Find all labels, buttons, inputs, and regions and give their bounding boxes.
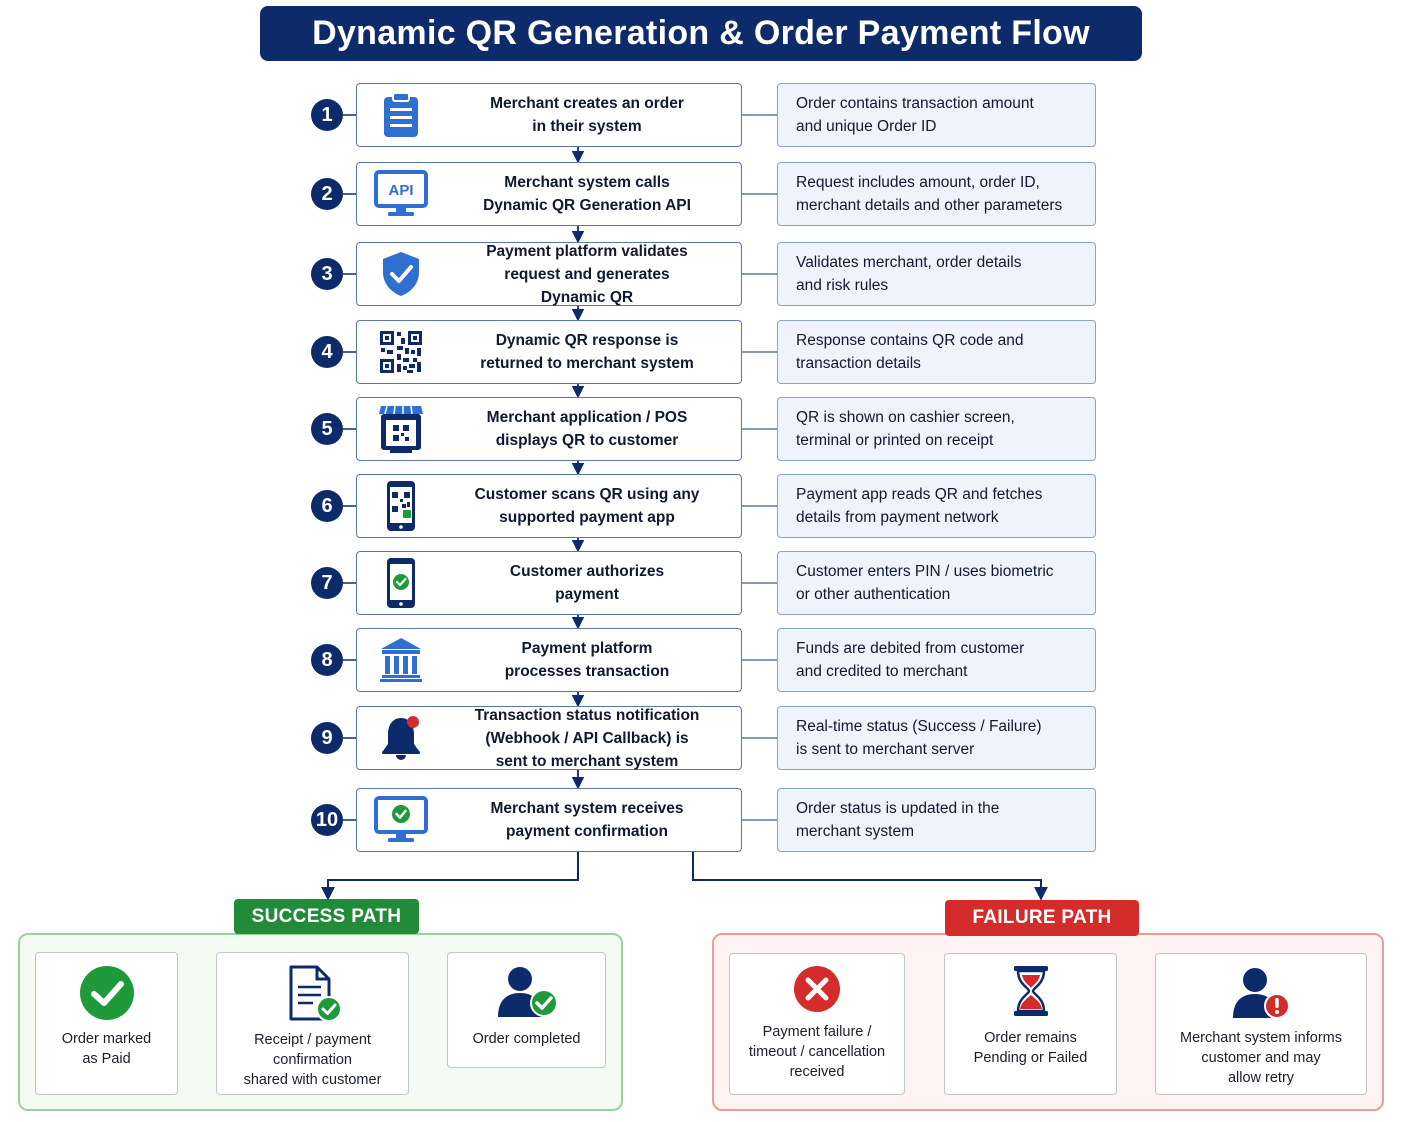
- step-number-badge: 7: [311, 567, 343, 599]
- step-note: Customer enters PIN / uses biometric or …: [777, 551, 1096, 615]
- step-note: Validates merchant, order details and ri…: [777, 242, 1096, 306]
- step-box: Dynamic QR response is returned to merch…: [356, 320, 742, 384]
- success-item-completed: Order completed: [447, 952, 606, 1068]
- step-note: QR is shown on cashier screen, terminal …: [777, 397, 1096, 461]
- step-text: Merchant system receives payment confirm…: [490, 800, 684, 840]
- step-box: Merchant system receives payment confirm…: [356, 788, 742, 852]
- branch-connector: [692, 852, 1048, 901]
- clipboard-icon: [373, 89, 429, 141]
- step-box: Merchant creates an order in their syste…: [356, 83, 742, 147]
- page-title: Dynamic QR Generation & Order Payment Fl…: [260, 6, 1142, 61]
- qr-code-icon: [373, 326, 429, 378]
- step-number-badge: 9: [311, 722, 343, 754]
- branch-connector: [321, 852, 579, 901]
- step-number-badge: 2: [311, 178, 343, 210]
- step-box: Merchant application / POS displays QR t…: [356, 397, 742, 461]
- step-box: Customer scans QR using any supported pa…: [356, 474, 742, 538]
- failure-item-received: Payment failure / timeout / cancellation…: [729, 953, 905, 1095]
- step-number-badge: 6: [311, 490, 343, 522]
- failure-item-retry: Merchant system informs customer and may…: [1155, 953, 1367, 1095]
- success-item-paid: Order marked as Paid: [35, 952, 178, 1095]
- pos-terminal-icon: [373, 403, 429, 455]
- user-alert-icon: [1156, 966, 1366, 1020]
- step-box: Transaction status notification (Webhook…: [356, 706, 742, 770]
- step-number-badge: 8: [311, 644, 343, 676]
- failure-item-text: Merchant system informs customer and may…: [1180, 1030, 1342, 1086]
- step-note: Funds are debited from customer and cred…: [777, 628, 1096, 692]
- success-item-receipt: Receipt / payment confirmation shared wi…: [216, 952, 409, 1095]
- success-path-label: SUCCESS PATH: [234, 899, 419, 934]
- step-text: Transaction status notification (Webhook…: [474, 706, 700, 770]
- shield-check-icon: [373, 248, 429, 300]
- bank-icon: [373, 634, 429, 686]
- step-note: Order contains transaction amount and un…: [777, 83, 1096, 147]
- phone-check-icon: [373, 557, 429, 609]
- step-text: Merchant application / POS displays QR t…: [486, 409, 688, 449]
- user-check-icon: [448, 965, 605, 1019]
- phone-qr-icon: [373, 480, 429, 532]
- failure-item-text: Payment failure / timeout / cancellation…: [748, 1024, 886, 1080]
- step-note: Request includes amount, order ID, merch…: [777, 162, 1096, 226]
- step-text: Payment platform validates request and g…: [486, 242, 688, 306]
- step-number-badge: 10: [311, 804, 343, 836]
- failure-path-label: FAILURE PATH: [945, 900, 1139, 936]
- success-item-text: Receipt / payment confirmation shared wi…: [243, 1032, 382, 1088]
- failure-item-text: Order remains Pending or Failed: [973, 1030, 1088, 1066]
- step-text: Merchant system calls Dynamic QR Generat…: [483, 174, 691, 214]
- step-text: Payment platform processes transaction: [504, 640, 670, 680]
- success-item-text: Order completed: [472, 1031, 581, 1047]
- step-text: Customer scans QR using any supported pa…: [474, 486, 700, 526]
- step-number-badge: 1: [311, 99, 343, 131]
- step-note: Response contains QR code and transactio…: [777, 320, 1096, 384]
- bell-notification-icon: [373, 712, 429, 764]
- hourglass-icon: [945, 964, 1116, 1018]
- step-box: Payment platform processes transaction: [356, 628, 742, 692]
- step-box: API Merchant system calls Dynamic QR Gene…: [356, 162, 742, 226]
- step-box: Payment platform validates request and g…: [356, 242, 742, 306]
- api-monitor-icon: API: [373, 168, 429, 220]
- monitor-check-icon: [373, 794, 429, 846]
- x-circle-icon: [730, 965, 904, 1013]
- step-text: Merchant creates an order in their syste…: [490, 95, 684, 135]
- step-number-badge: 3: [311, 258, 343, 290]
- step-number-badge: 5: [311, 413, 343, 445]
- step-number-badge: 4: [311, 336, 343, 368]
- step-text: Customer authorizes payment: [509, 563, 665, 603]
- success-item-text: Order marked as Paid: [61, 1031, 152, 1067]
- step-note: Order status is updated in the merchant …: [777, 788, 1096, 852]
- receipt-check-icon: [217, 965, 408, 1023]
- step-note: Real-time status (Success / Failure) is …: [777, 706, 1096, 770]
- step-box: Customer authorizes payment: [356, 551, 742, 615]
- check-circle-icon: [36, 965, 177, 1021]
- failure-item-pending: Order remains Pending or Failed: [944, 953, 1117, 1095]
- api-label: API: [388, 182, 413, 199]
- step-note: Payment app reads QR and fetches details…: [777, 474, 1096, 538]
- step-text: Dynamic QR response is returned to merch…: [480, 332, 694, 372]
